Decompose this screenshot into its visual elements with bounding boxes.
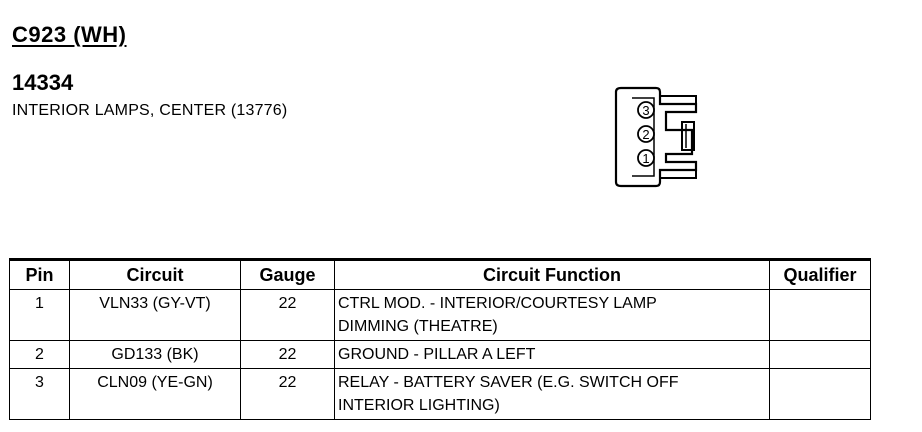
- gauge-cell: 22: [240, 368, 335, 420]
- column-header-pin: Pin: [9, 258, 70, 290]
- circuit-cell: VLN33 (GY-VT): [69, 289, 241, 341]
- circuit-function-cell: CTRL MOD. - INTERIOR/COURTESY LAMP DIMMI…: [334, 289, 770, 341]
- connector-latch-top: [660, 95, 697, 104]
- column-header-circuit-function: Circuit Function: [334, 258, 770, 290]
- circuit-function-line: INTERIOR LIGHTING): [338, 397, 500, 414]
- table-row: 3 CLN09 (YE-GN) 22 RELAY - BATTERY SAVER…: [9, 368, 871, 420]
- connector-center-tab: [681, 121, 695, 151]
- circuit-cell: CLN09 (YE-GN): [69, 368, 241, 420]
- qualifier-cell: [769, 289, 871, 341]
- gauge-cell: 22: [240, 340, 335, 369]
- qualifier-cell: [769, 368, 871, 420]
- connector-housing-outline: [614, 86, 698, 188]
- connector-latch-bottom: [660, 170, 697, 179]
- connector-description: INTERIOR LAMPS, CENTER (13776): [12, 102, 288, 119]
- connector-id-heading: C923 (WH): [12, 22, 127, 47]
- circuit-function-cell: GROUND - PILLAR A LEFT: [334, 340, 770, 369]
- table-row: 1 VLN33 (GY-VT) 22 CTRL MOD. - INTERIOR/…: [9, 289, 871, 341]
- pin-cell: 3: [9, 368, 70, 420]
- pin-1-marker: 1: [637, 149, 655, 167]
- table-header-row: Pin Circuit Gauge Circuit Function Quali…: [9, 258, 871, 290]
- pin-3-label: 3: [642, 103, 649, 118]
- pin-cell: 1: [9, 289, 70, 341]
- connector-face-diagram: 3 2 1: [614, 86, 698, 188]
- qualifier-cell: [769, 340, 871, 369]
- column-header-circuit: Circuit: [69, 258, 241, 290]
- pin-assignment-table: Pin Circuit Gauge Circuit Function Quali…: [9, 258, 871, 420]
- pin-2-label: 2: [642, 127, 649, 142]
- circuit-function-cell: RELAY - BATTERY SAVER (E.G. SWITCH OFF I…: [334, 368, 770, 420]
- pin-2-marker: 2: [637, 125, 655, 143]
- circuit-function-line: GROUND - PILLAR A LEFT: [338, 346, 536, 363]
- table-row: 2 GD133 (BK) 22 GROUND - PILLAR A LEFT: [9, 340, 871, 369]
- part-number-heading: 14334: [12, 70, 74, 95]
- circuit-function-line: DIMMING (THEATRE): [338, 318, 498, 335]
- pin-cell: 2: [9, 340, 70, 369]
- gauge-cell: 22: [240, 289, 335, 341]
- circuit-function-line: CTRL MOD. - INTERIOR/COURTESY LAMP: [338, 295, 657, 312]
- column-header-qualifier: Qualifier: [769, 258, 871, 290]
- column-header-gauge: Gauge: [240, 258, 335, 290]
- circuit-function-line: RELAY - BATTERY SAVER (E.G. SWITCH OFF: [338, 374, 679, 391]
- pin-1-label: 1: [642, 151, 649, 166]
- circuit-cell: GD133 (BK): [69, 340, 241, 369]
- pin-3-marker: 3: [637, 101, 655, 119]
